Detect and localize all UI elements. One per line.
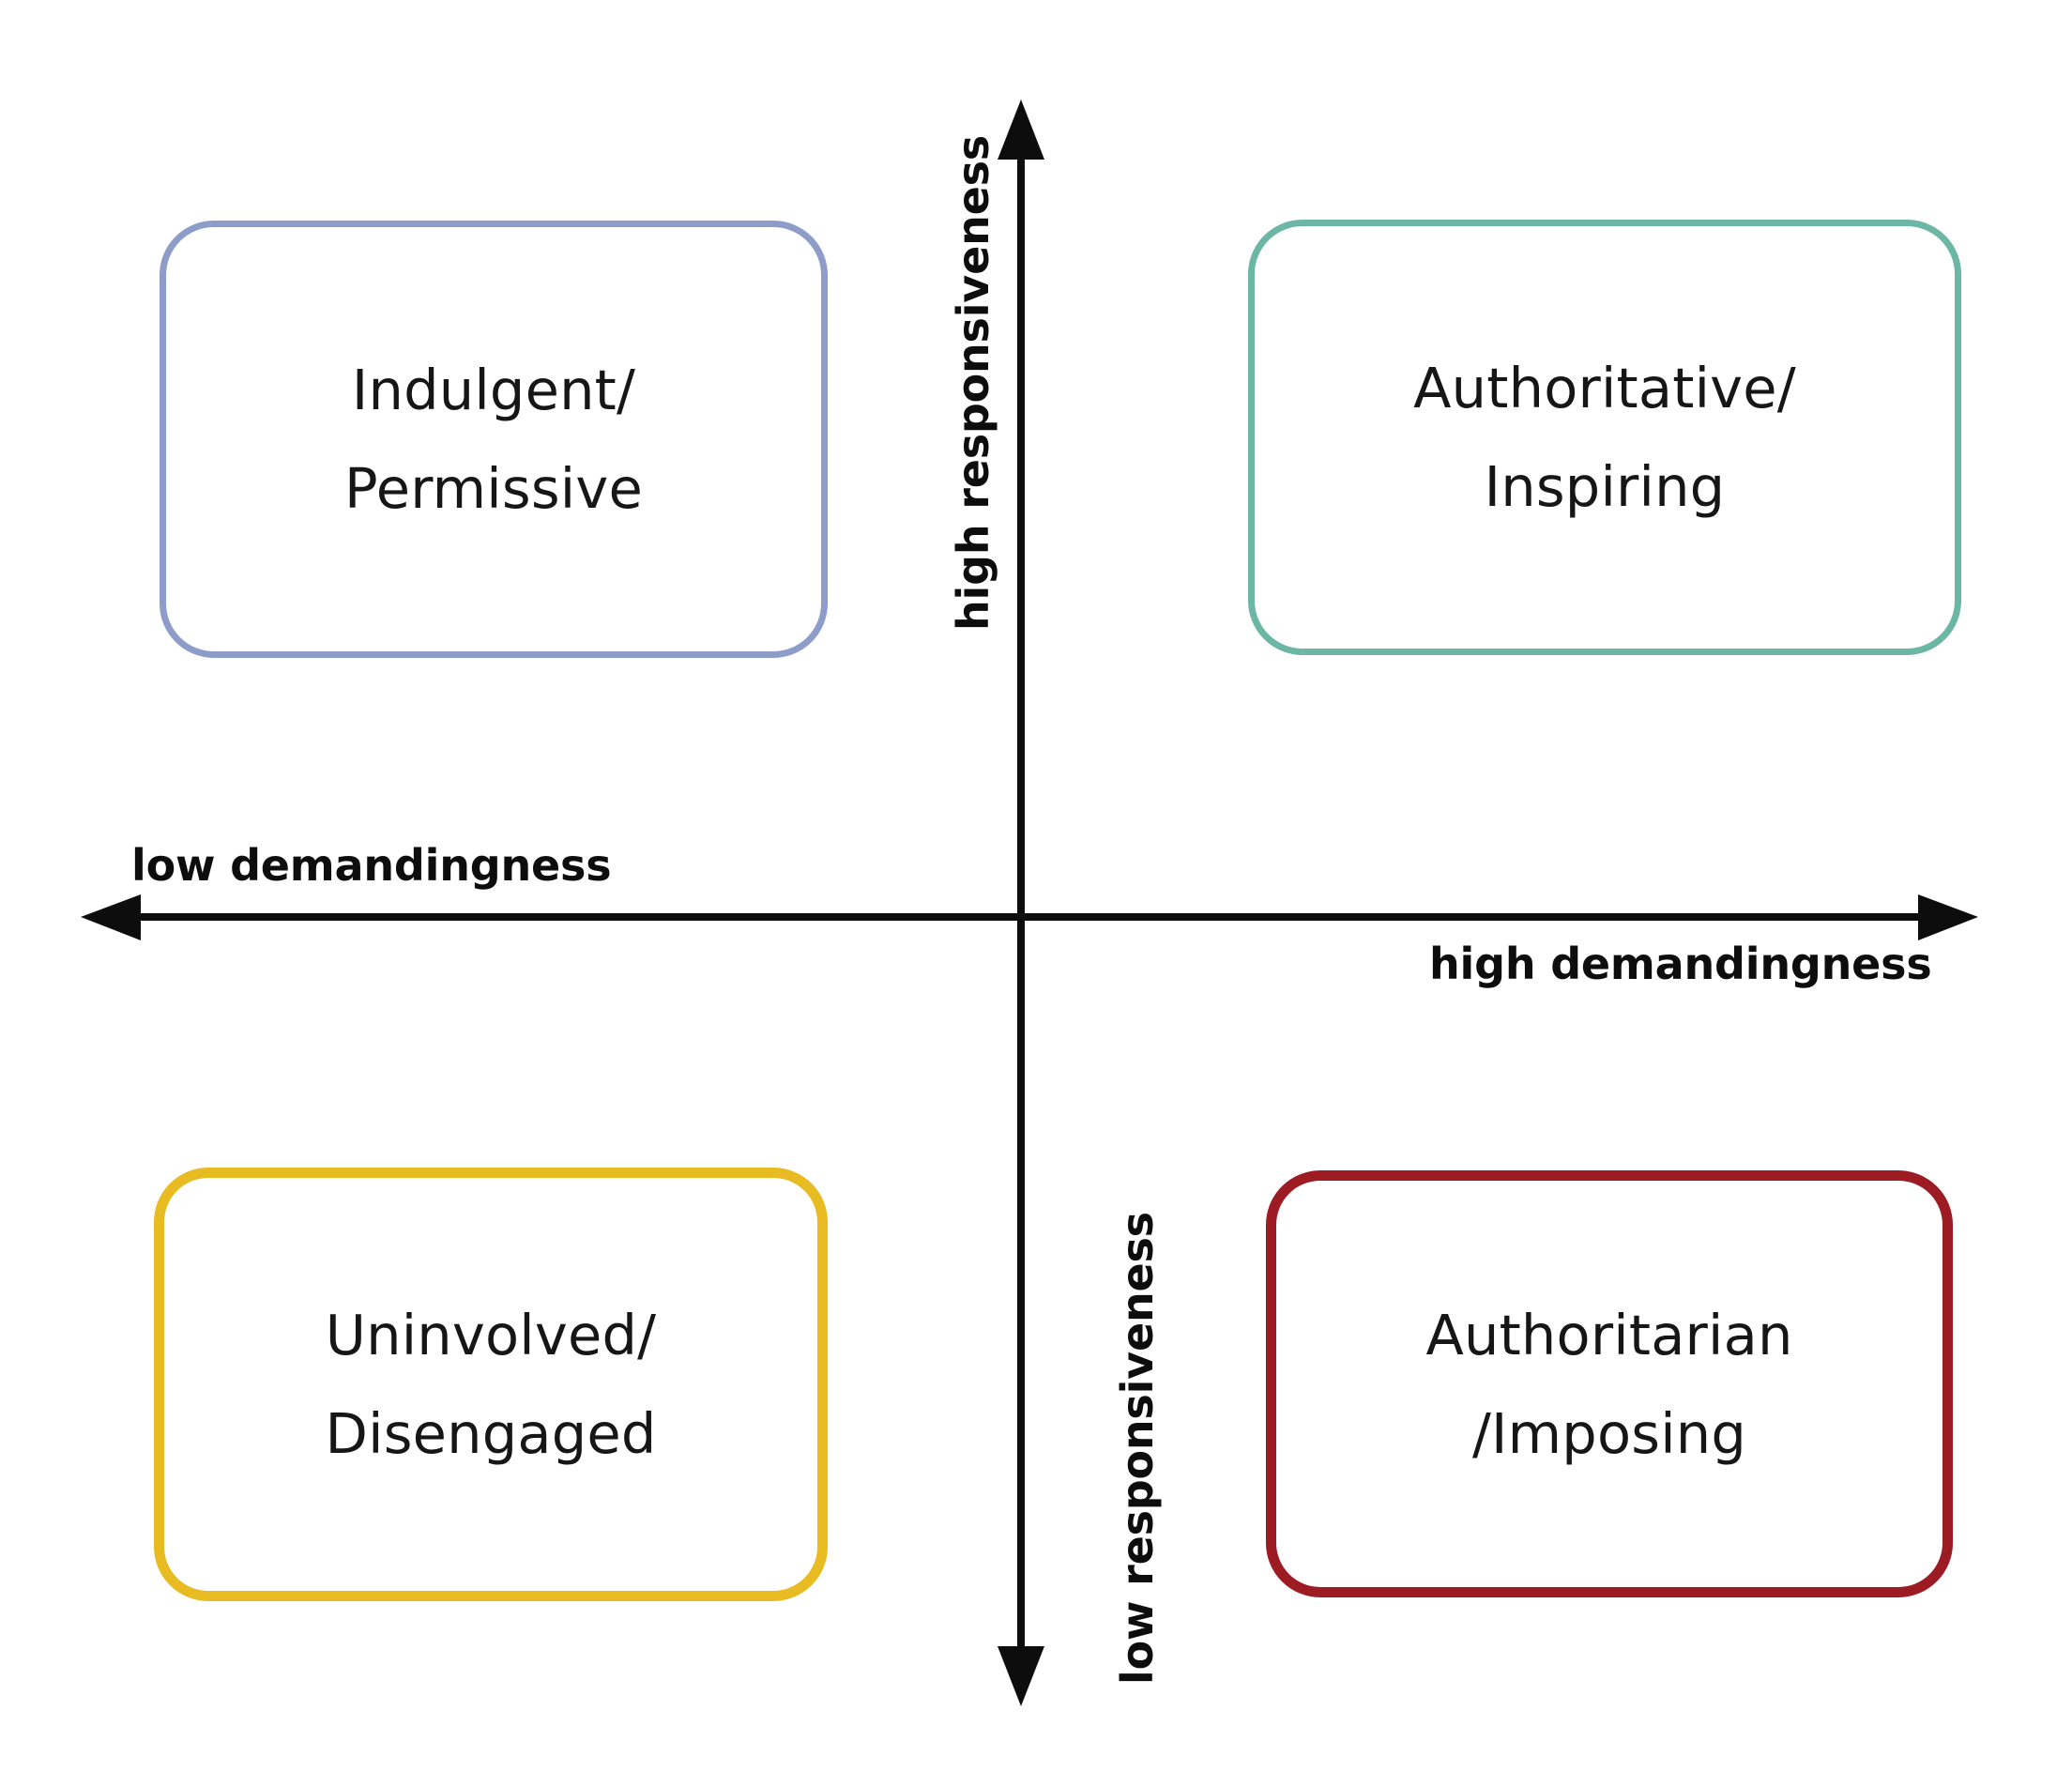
quadrant-authoritarian-line1: Authoritarian [1425, 1302, 1793, 1367]
quadrant-authoritarian-imposing[interactable]: Authoritarian /Imposing [1266, 1170, 1953, 1597]
axis-arrow-down-icon [998, 1646, 1044, 1706]
axis-label-high-demandingness: high demandingness [1429, 939, 1932, 989]
axis-arrow-up-icon [998, 99, 1044, 160]
quadrant-authoritative-inspiring[interactable]: Authoritative/ Inspiring [1248, 220, 1961, 655]
quadrant-uninvolved-disengaged[interactable]: Uninvolved/ Disengaged [154, 1168, 828, 1601]
quadrant-indulgent-permissive[interactable]: Indulgent/ Permissive [160, 221, 828, 658]
quadrant-uninvolved-line2: Disengaged [325, 1401, 657, 1466]
axis-arrow-left-icon [81, 894, 141, 940]
quadrant-authoritative-line2: Inspiring [1484, 454, 1726, 519]
quadrant-authoritative-line1: Authoritative/ [1413, 356, 1796, 420]
quadrant-indulgent-line2: Permissive [344, 456, 643, 521]
axis-label-high-responsiveness: high responsiveness [948, 135, 998, 631]
axis-label-low-responsiveness: low responsiveness [1112, 1212, 1163, 1685]
axis-arrow-right-icon [1918, 894, 1978, 940]
quadrant-authoritarian-line2: /Imposing [1471, 1400, 1747, 1466]
quadrant-uninvolved-line1: Uninvolved/ [325, 1303, 657, 1367]
quadrant-indulgent-line1: Indulgent/ [351, 358, 636, 422]
axis-label-low-demandingness: low demandingness [131, 840, 612, 891]
